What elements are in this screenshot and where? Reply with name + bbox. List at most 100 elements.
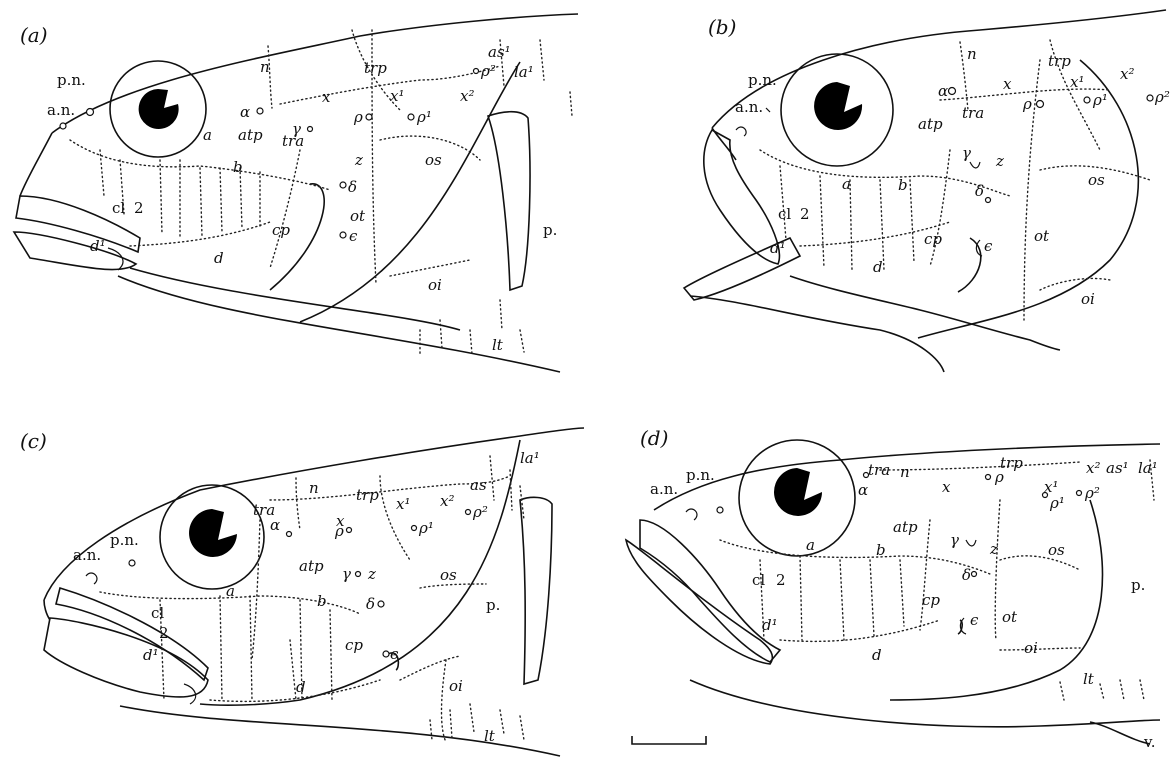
label-la1: la¹	[520, 449, 540, 467]
label-v: v.	[1143, 733, 1155, 751]
pore-gamma	[356, 572, 361, 577]
mandibular-canal	[130, 222, 270, 246]
label-z: z	[989, 540, 998, 558]
label-ot: ot	[1002, 608, 1018, 626]
pore-rho	[1037, 101, 1044, 108]
label-rho2: ρ²	[1084, 484, 1100, 502]
label-a: a	[226, 582, 235, 600]
label-alpha: α	[270, 516, 280, 534]
label-cp: cp	[924, 230, 942, 248]
label-d: d	[872, 646, 882, 664]
label-epsilon: ϵ	[390, 645, 399, 663]
pectoral-fin-edge	[488, 112, 530, 290]
label-trp: trp	[1048, 52, 1071, 70]
pore-rho	[366, 114, 372, 120]
pore-delta	[378, 601, 384, 607]
label-atp: atp	[893, 518, 918, 536]
oi-canal	[390, 260, 470, 276]
label-x: x	[1003, 75, 1012, 93]
label-a: a	[203, 126, 212, 144]
label-tra: tra	[962, 104, 984, 122]
preopercle-edge	[958, 238, 981, 292]
pore-gamma	[966, 540, 976, 546]
label-d1: d¹	[762, 616, 778, 634]
operculum-edge	[300, 62, 520, 322]
label-two: 2	[134, 199, 144, 217]
label-x1: x¹	[1070, 73, 1084, 91]
panel-a: (a)	[14, 14, 578, 372]
label-rho1: ρ¹	[418, 519, 434, 537]
label-an: a.n.	[735, 98, 763, 116]
os-canal	[1000, 556, 1080, 570]
label-trp: trp	[364, 59, 387, 77]
pore-epsilon	[383, 651, 389, 657]
label-lt: lt	[492, 336, 504, 354]
ventral-outline	[118, 276, 560, 372]
label-oi: oi	[1081, 290, 1095, 308]
label-an: a.n.	[47, 101, 75, 119]
snout-outline	[44, 600, 50, 620]
scale-bar	[632, 736, 706, 744]
label-rho1: ρ¹	[1092, 91, 1108, 109]
label-gamma: γ	[950, 531, 959, 549]
label-rho1: ρ¹	[1049, 494, 1065, 512]
pore-rho2	[474, 69, 479, 74]
label-trp: trp	[356, 486, 379, 504]
label-ot: ot	[350, 207, 366, 225]
label-rho: ρ	[994, 468, 1004, 486]
posterior-nostril	[87, 109, 94, 116]
label-alpha: α	[938, 82, 948, 100]
label-cl: cl	[151, 604, 164, 622]
temporal-canal	[880, 462, 1080, 470]
oi-canal	[1040, 278, 1110, 290]
label-n: n	[967, 45, 977, 63]
label-os: os	[1088, 171, 1105, 189]
anterior-nostril	[86, 573, 97, 584]
label-b: b	[317, 592, 327, 610]
label-p: p.	[1131, 576, 1145, 594]
upper-jaw-open	[704, 130, 780, 264]
anterior-nostril	[686, 509, 697, 520]
panel-label-b: (b)	[708, 15, 736, 39]
label-oi: oi	[1024, 639, 1038, 657]
pore-rho2	[1077, 491, 1082, 496]
panel-d: (d) a.n. p.n. tra n α x trp	[626, 426, 1160, 751]
label-x2: x²	[440, 492, 454, 510]
label-cl: cl	[778, 205, 791, 223]
label-rho: ρ	[334, 522, 344, 540]
pelvic-fin-edge	[1090, 722, 1150, 744]
label-delta: δ	[962, 566, 971, 584]
panel-c: (c) la¹ n trp tra x	[20, 428, 584, 756]
pore-epsilon	[340, 232, 346, 238]
label-gamma: γ	[962, 144, 971, 162]
n-canal	[296, 478, 300, 530]
vertical-lines-jaw	[760, 556, 904, 640]
label-b: b	[898, 176, 908, 194]
ventral-outline-inner	[130, 268, 460, 330]
pore-delta	[972, 572, 977, 577]
label-cp: cp	[272, 221, 290, 239]
label-lt: lt	[1083, 670, 1095, 688]
label-epsilon: ϵ	[970, 611, 979, 629]
label-cl: cl	[112, 199, 125, 217]
label-la1: la¹	[514, 63, 534, 81]
label-d1: d¹	[770, 239, 786, 257]
panel-label-a: (a)	[20, 23, 48, 47]
pupil	[139, 89, 179, 129]
panel-b: (b) a.n. p.n. n trp x x¹ x²	[684, 10, 1170, 372]
label-d: d	[873, 258, 883, 276]
label-tra: tra	[868, 461, 890, 479]
maxilla-end	[108, 248, 123, 270]
pore-rho1	[408, 114, 414, 120]
pore-gamma	[970, 162, 980, 168]
upper-jaw	[56, 588, 208, 680]
label-as1: as¹	[488, 43, 511, 61]
label-n: n	[260, 58, 270, 76]
lower-jaw	[626, 540, 772, 664]
posterior-nostril	[717, 507, 723, 513]
label-z: z	[354, 151, 363, 169]
label-x2: x²	[1120, 65, 1134, 83]
pore-delta	[340, 182, 346, 188]
pore-gamma	[308, 127, 313, 132]
